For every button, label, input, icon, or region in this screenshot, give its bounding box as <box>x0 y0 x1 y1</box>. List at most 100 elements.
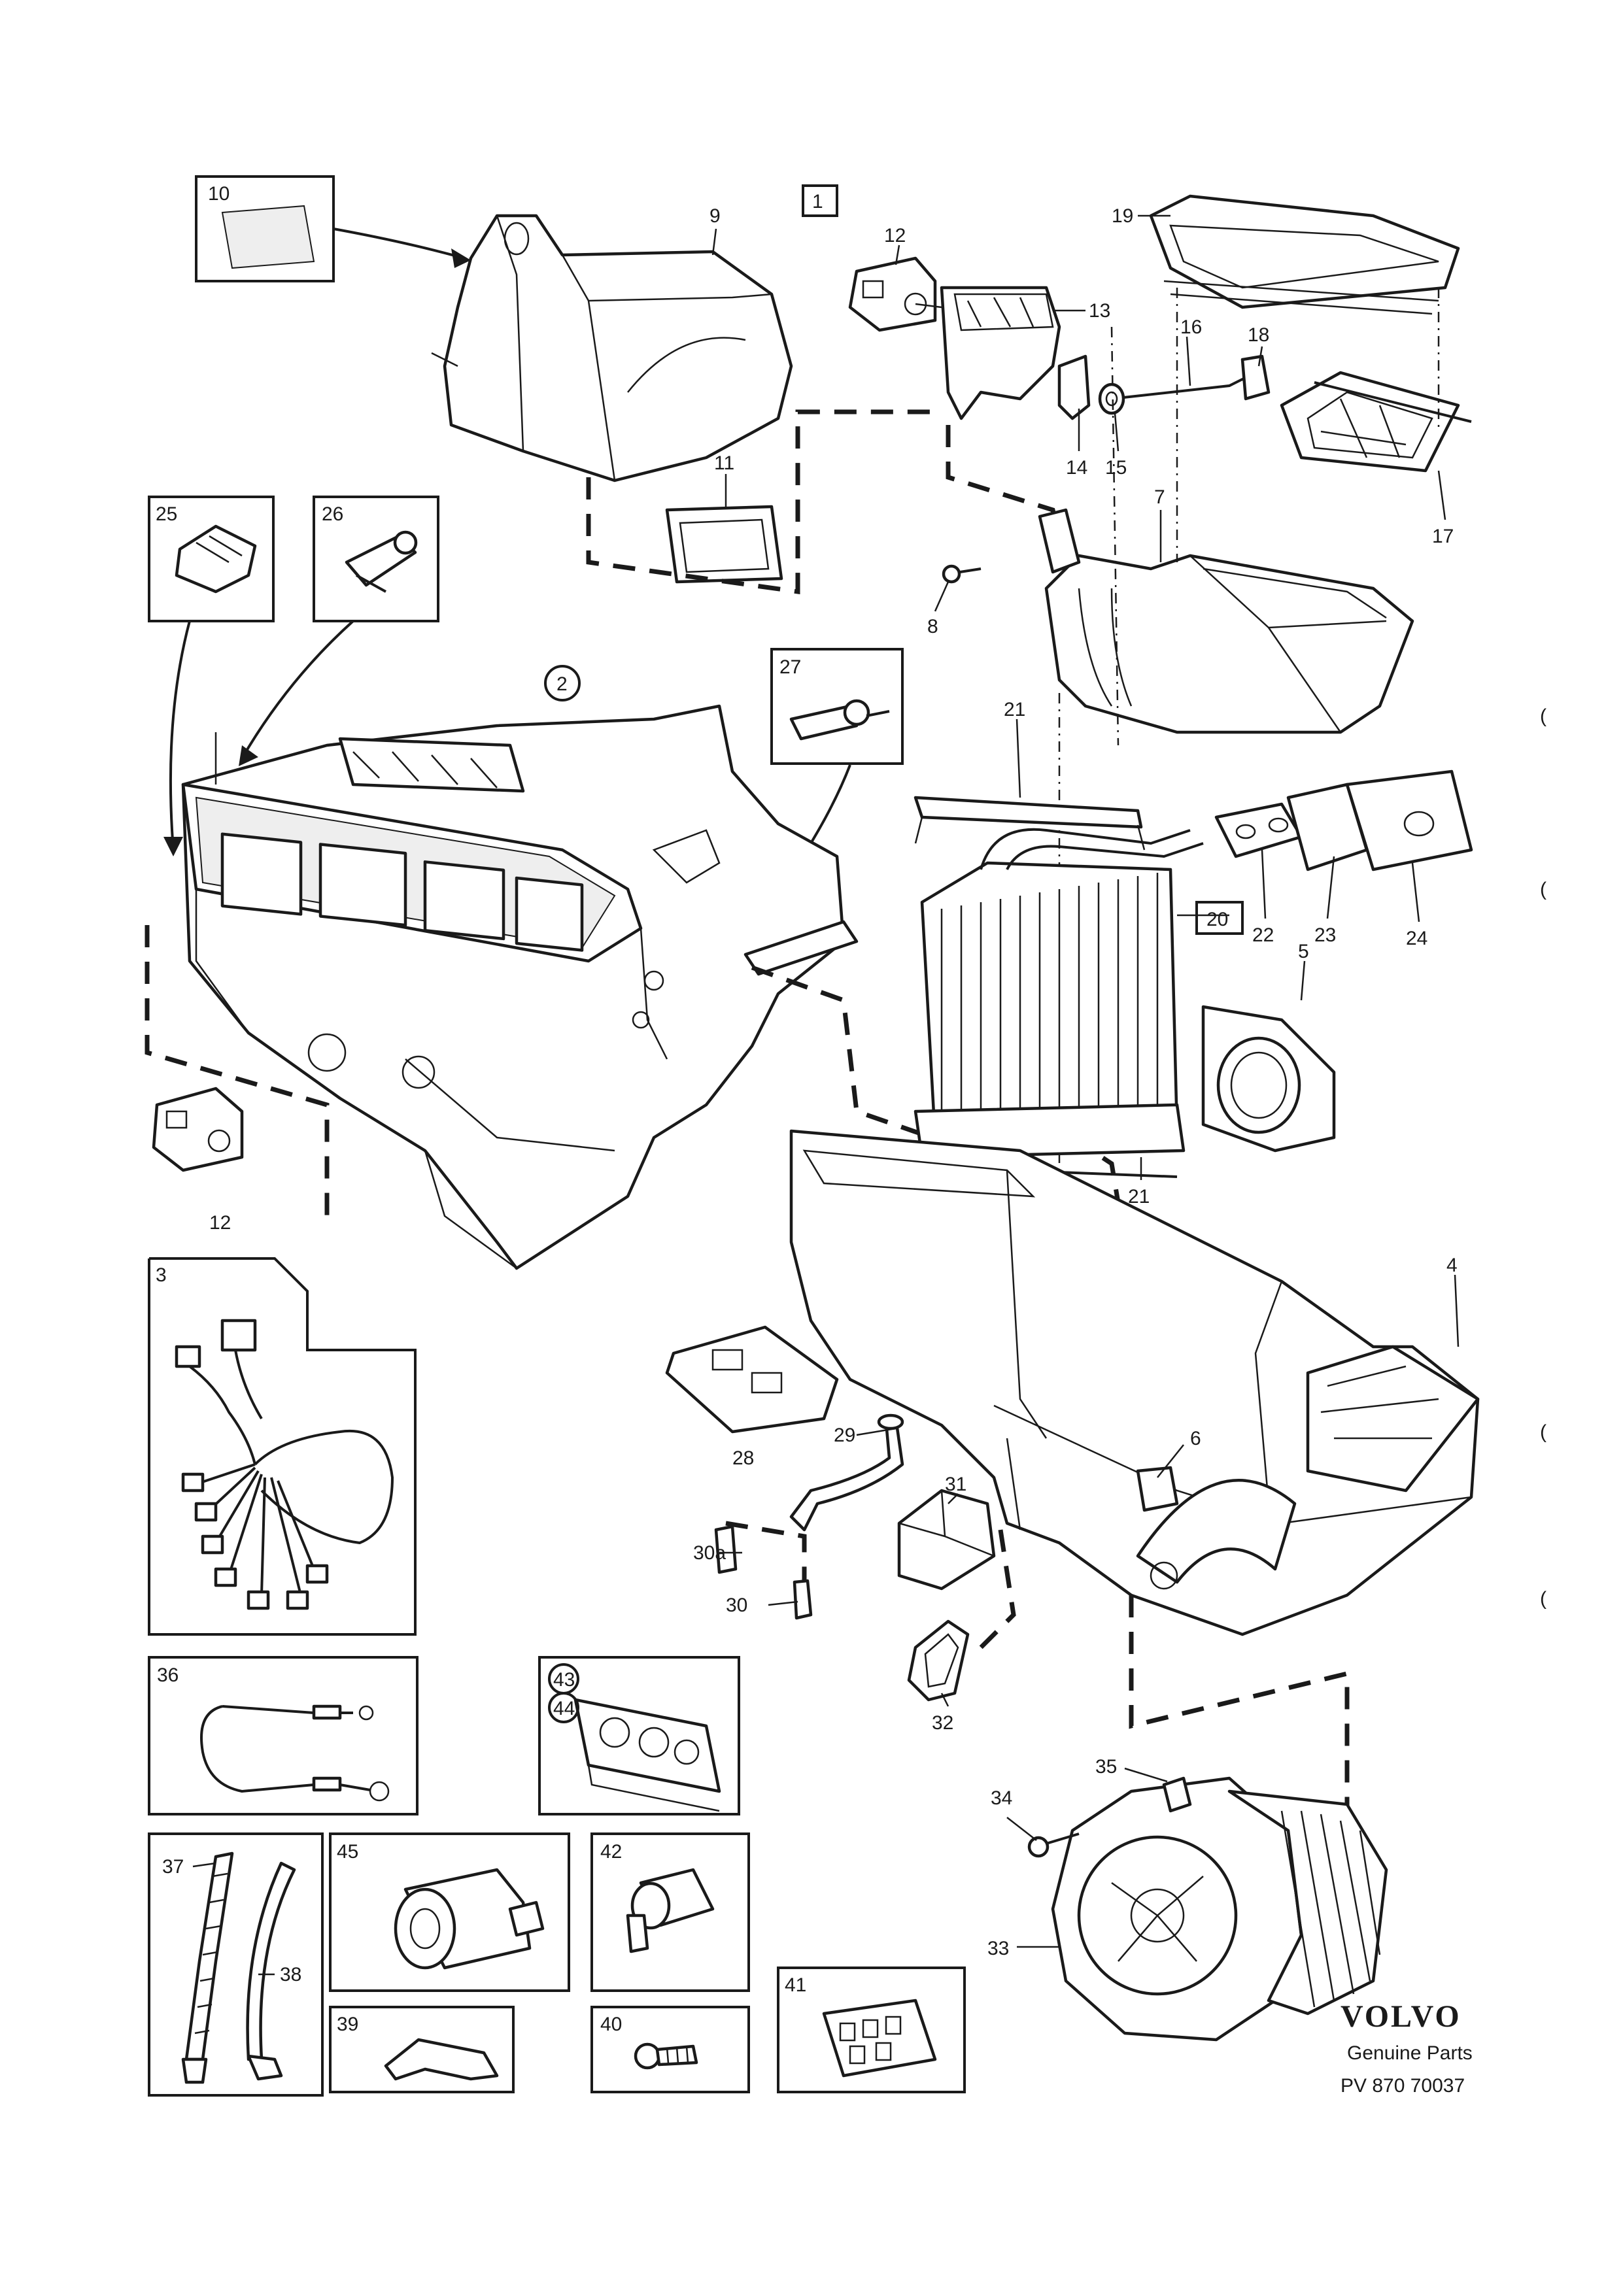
part-2-heater-housing <box>181 704 846 1270</box>
inset-box-36 <box>148 1656 419 1815</box>
callout-24: 24 <box>1406 928 1427 949</box>
brand-name: VOLVO <box>1341 1999 1461 2034</box>
part-28-bracket <box>665 1325 839 1434</box>
callout-15: 15 <box>1105 457 1127 479</box>
margin-mark: ( <box>1540 879 1546 900</box>
callout-36: 36 <box>157 1664 179 1686</box>
callout-30a: 30a <box>693 1542 726 1564</box>
part-19-outlet-duct <box>1149 194 1460 315</box>
part-21-bracket-upper <box>914 796 1143 829</box>
inset-box-40 <box>590 2006 750 2093</box>
inset-box-37-38 <box>148 1832 324 2097</box>
callout-39: 39 <box>337 2014 358 2035</box>
callout-3: 3 <box>156 1264 167 1286</box>
part-12-actuator-upper <box>848 256 942 332</box>
part-30-valve <box>793 1579 813 1620</box>
part-42-switch <box>626 1868 715 1953</box>
callout-45: 45 <box>337 1841 358 1863</box>
callout-31: 31 <box>945 1474 966 1495</box>
part-22-flange <box>1214 802 1303 858</box>
part-24-gasket <box>1345 769 1473 871</box>
part-30a-valve <box>714 1525 738 1574</box>
callout-14: 14 <box>1066 457 1087 479</box>
inset-box-3 <box>148 1257 417 1636</box>
arrowhead-26 <box>239 745 258 766</box>
callout-8: 8 <box>927 616 938 637</box>
part-13-bracket <box>940 286 1061 420</box>
dash-31-to-32 <box>979 1529 1016 1649</box>
callout-38: 38 <box>280 1964 301 1985</box>
part-38-hose <box>246 1861 296 2081</box>
margin-mark: ( <box>1540 705 1546 727</box>
inset-box-43-44 <box>538 1656 740 1815</box>
callout-35: 35 <box>1095 1756 1117 1778</box>
part-7-tab <box>1038 508 1081 574</box>
callout-21-lower: 21 <box>1128 1186 1150 1207</box>
arrow-10-to-9 <box>333 228 465 260</box>
callout-4: 4 <box>1446 1255 1458 1276</box>
part-17-vent-grille <box>1280 371 1472 473</box>
callout-27: 27 <box>779 656 801 678</box>
part-37-hose <box>181 1851 234 2084</box>
part-36-cable <box>200 1704 390 1802</box>
part-25-clip <box>175 524 257 594</box>
part-40-screw <box>634 2042 698 2070</box>
inset-box-41 <box>777 1967 966 2093</box>
callout-5: 5 <box>1298 941 1309 962</box>
part-31-resistor <box>897 1489 996 1591</box>
inset-box-25 <box>148 496 275 622</box>
inset-box-45 <box>329 1832 570 1992</box>
part-10-pad <box>221 205 315 269</box>
callout-26: 26 <box>322 503 343 525</box>
part-3-wiring-harness <box>175 1319 394 1610</box>
callout-19: 19 <box>1112 205 1133 227</box>
part-14-lever <box>1057 354 1091 420</box>
margin-mark: ( <box>1540 1588 1546 1610</box>
arrowhead-25 <box>163 837 183 856</box>
callout-12-lower: 12 <box>209 1212 231 1234</box>
callout-18: 18 <box>1248 324 1269 346</box>
part-20-evaporator <box>914 828 1204 1159</box>
part-43-44-control-panel <box>573 1698 721 1812</box>
callout-1: 1 <box>812 191 823 212</box>
callout-6: 6 <box>1190 1428 1201 1449</box>
part-33-blower-motor <box>1051 1776 1388 2042</box>
part-9-upper-housing <box>431 214 793 482</box>
part-41-connector <box>822 1999 937 2078</box>
dash-2-to-12 <box>145 925 330 1229</box>
callout-20: 20 <box>1206 909 1228 930</box>
part-27-pin <box>789 699 890 741</box>
margin-mark: ( <box>1540 1421 1546 1443</box>
part-7-duct <box>1044 554 1414 734</box>
part-4-blower-housing <box>789 1129 1480 1636</box>
part-11-seal <box>665 505 783 584</box>
callout-32: 32 <box>932 1712 953 1734</box>
inset-box-27 <box>770 648 904 765</box>
callout-42: 42 <box>600 1841 622 1863</box>
arrow-26-to-2 <box>241 620 354 760</box>
part-6-clip <box>1136 1466 1179 1512</box>
leader-lines <box>192 214 1460 1976</box>
callout-29: 29 <box>834 1425 855 1446</box>
inset-box-42 <box>590 1832 750 1992</box>
inset-box-26 <box>313 496 439 622</box>
dash-9-11-12 <box>586 409 942 595</box>
arrow-25-to-2 <box>169 620 191 851</box>
callout-17: 17 <box>1432 526 1454 547</box>
callout-25: 25 <box>156 503 177 525</box>
callout-9: 9 <box>709 205 721 227</box>
inset-box-20 <box>1195 901 1244 935</box>
callout-22: 22 <box>1252 924 1274 946</box>
callout-7: 7 <box>1154 486 1165 508</box>
callout-41: 41 <box>785 1974 806 1996</box>
callout-28: 28 <box>732 1447 754 1469</box>
callout-12-upper: 12 <box>884 225 906 246</box>
dash-4-to-33 <box>1129 1595 1350 1896</box>
brand-code: PV 870 70037 <box>1341 2075 1465 2097</box>
callout-30: 30 <box>726 1595 747 1616</box>
callout-40: 40 <box>600 2014 622 2035</box>
inset-box-1 <box>802 184 838 217</box>
guide-16 <box>1110 326 1119 746</box>
callout-16: 16 <box>1180 316 1202 338</box>
